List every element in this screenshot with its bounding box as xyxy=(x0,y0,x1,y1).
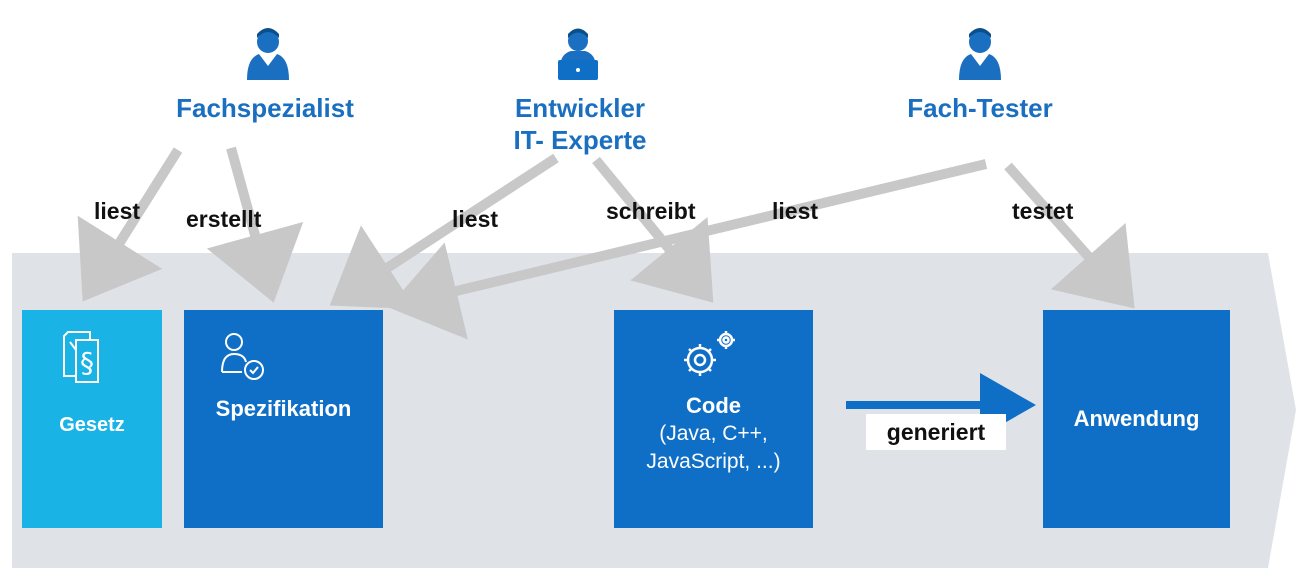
role-entwickler: Entwickler IT- Experte xyxy=(470,92,690,156)
anwendung-box-bg xyxy=(1043,310,1230,528)
spezifikation-box: Spezifikation xyxy=(184,396,383,422)
code-languages-line2: JavaScript, ...) xyxy=(646,450,781,473)
spezifikation-title: Spezifikation xyxy=(215,396,352,421)
edge-label-testet: testet xyxy=(1012,198,1074,224)
gears-icon xyxy=(684,331,735,376)
edge-label-generiert: generiert xyxy=(866,414,1006,450)
anwendung-title: Anwendung xyxy=(1073,406,1200,431)
edge-label-liest-entwickler: liest xyxy=(452,206,499,232)
gesetz-box: Gesetz xyxy=(22,414,162,437)
arrow-fachspezialist-spezifikation xyxy=(206,146,304,303)
edge-label-erstellt: erstellt xyxy=(186,206,262,232)
edge-label-liest-gesetz: liest xyxy=(94,198,141,224)
arrow-fachspezialist-gesetz xyxy=(77,147,183,302)
gesetz-title: Gesetz xyxy=(59,414,125,436)
entwickler-label-line2: IT- Experte xyxy=(513,125,647,155)
arrow-tester-spezifikation xyxy=(388,159,988,340)
person-icon xyxy=(247,28,289,80)
edge-label-schreibt: schreibt xyxy=(606,198,696,224)
code-languages-line1: (Java, C++, xyxy=(659,422,768,445)
code-box: Code (Java, C++, JavaScript, ...) xyxy=(614,392,813,476)
edge-label-liest-tester: liest xyxy=(772,198,819,224)
law-document-icon: § xyxy=(63,331,99,383)
entwickler-label-line1: Entwickler xyxy=(514,93,646,123)
anwendung-box: Anwendung xyxy=(1043,406,1230,432)
fachtester-label: Fach-Tester xyxy=(907,93,1053,123)
spezifikation-box-bg xyxy=(184,310,383,528)
arrow-entwickler-spezifikation xyxy=(329,153,559,310)
tester-person-icon xyxy=(959,28,1001,80)
developer-laptop-icon xyxy=(558,28,598,80)
arrow-tester-anwendung xyxy=(1004,162,1135,309)
fachspezialist-label: Fachspezialist xyxy=(176,93,354,123)
role-fachspezialist: Fachspezialist xyxy=(150,92,380,124)
arrow-entwickler-code xyxy=(592,156,714,303)
code-box-bg xyxy=(614,310,813,528)
svg-text:§: § xyxy=(80,346,94,379)
role-fachtester: Fach-Tester xyxy=(880,92,1080,124)
code-title: Code xyxy=(686,393,741,418)
user-check-icon xyxy=(221,333,264,380)
